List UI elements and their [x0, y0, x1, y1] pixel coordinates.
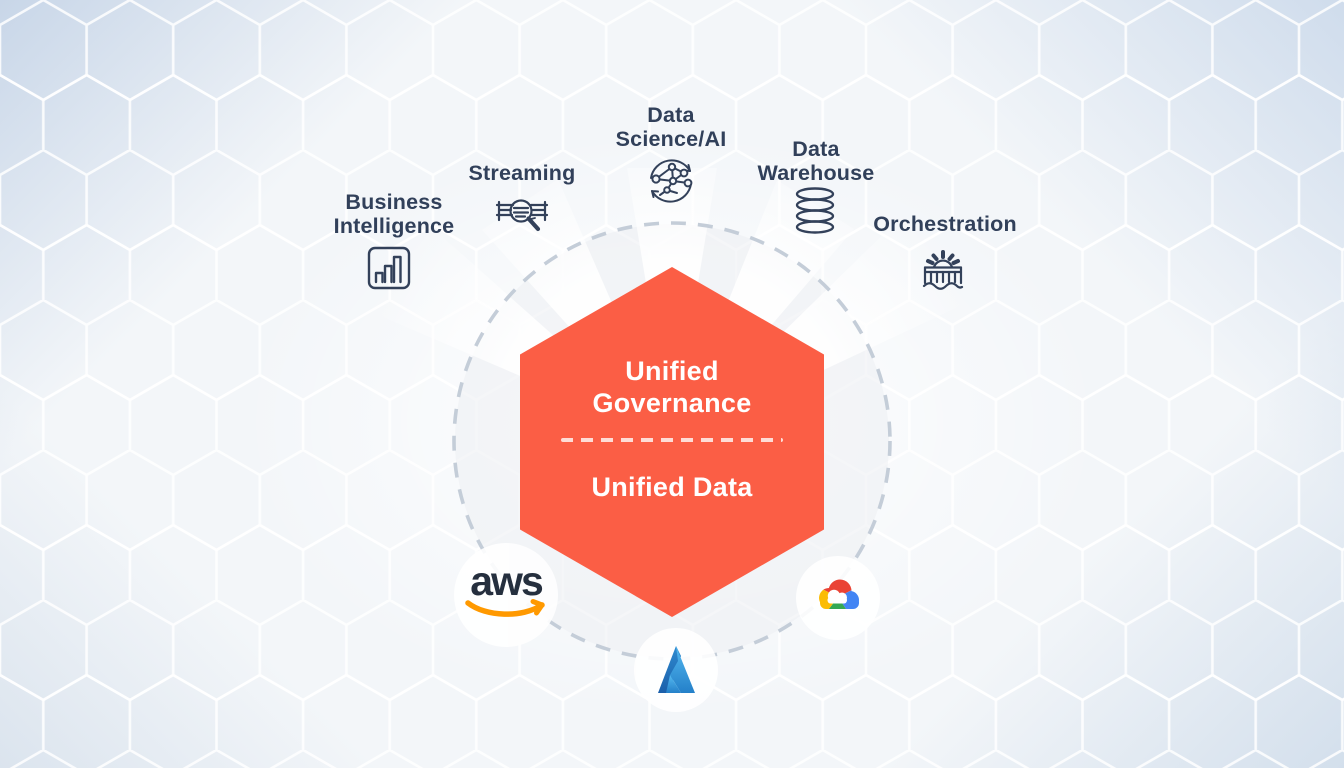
label-data-science-ai: Data Science/AI [615, 103, 727, 151]
label-business-intelligence: Business Intelligence [333, 190, 455, 238]
label-streaming: Streaming [468, 161, 576, 185]
gear-bridge-icon [922, 250, 964, 290]
bar-chart-icon [367, 246, 411, 290]
hexagon-subtitle: Unified Data [591, 472, 753, 502]
azure-logo [658, 646, 695, 693]
dashed-ring [452, 221, 892, 661]
aws-logo: aws [458, 561, 554, 602]
label-data-warehouse: Data Warehouse [757, 137, 875, 185]
label-orchestration: Orchestration [873, 212, 1017, 236]
stream-magnifier-icon [495, 199, 549, 232]
hexagon-dashed-divider [561, 438, 783, 442]
aws-wordmark: aws [470, 558, 543, 604]
network-refresh-icon [650, 159, 693, 203]
aws-smile-icon [465, 599, 545, 617]
database-stack-icon [795, 187, 835, 234]
central-hexagon [520, 267, 824, 617]
hexagon-title: Unified Governance [592, 356, 752, 418]
